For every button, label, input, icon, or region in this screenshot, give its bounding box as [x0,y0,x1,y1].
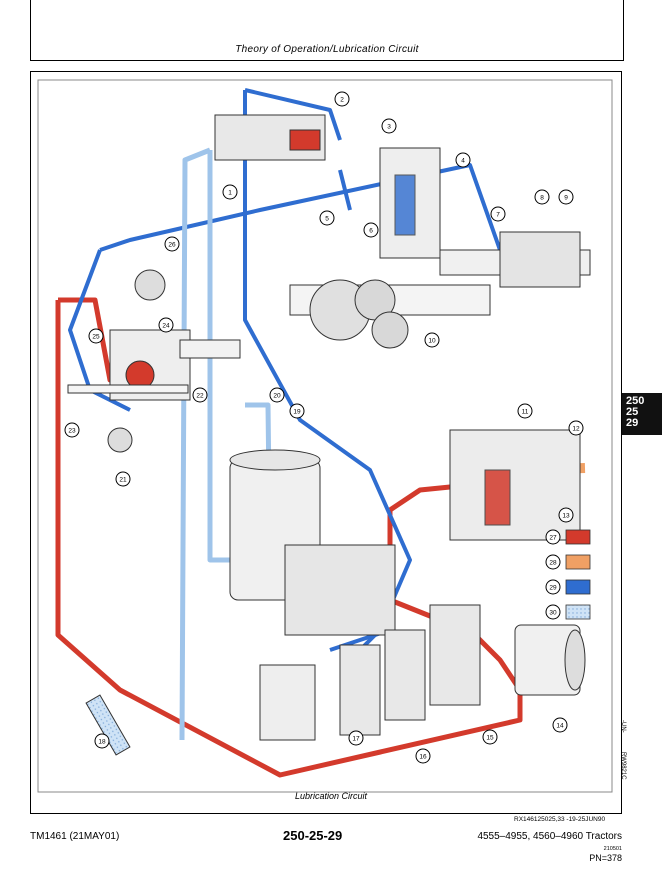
callout-10-label: 10 [428,337,436,344]
callout-14-circle [552,717,568,733]
callout-5-label: 5 [325,215,329,222]
header-frame: Theory of Operation/Lubrication Circuit [30,0,624,61]
callout-22-label: 22 [196,392,204,399]
callout-5-circle [319,210,335,226]
page-title: Theory of Operation/Lubrication Circuit [235,44,419,55]
callout-17-circle [348,730,364,746]
callout-26-label: 26 [168,241,176,248]
side-code-un: -UN- [620,720,626,733]
callout-6-label: 6 [369,227,373,234]
legend [565,529,591,620]
callout-2-label: 2 [340,96,344,103]
legend-callout-27-circle [545,529,561,545]
callout-20-label: 20 [273,392,281,399]
callout-16-circle [415,748,431,764]
legend-swatch-29 [565,579,591,595]
legend-swatch-27 [565,529,591,545]
section-tab: 250 25 29 [622,393,662,435]
callout-6-circle [363,222,379,238]
legend-callout-30-circle [545,604,561,620]
diagram-caption: Lubrication Circuit [294,791,368,801]
callout-3-label: 3 [387,123,391,130]
callout-7-label: 7 [496,211,500,218]
figure-frame [30,71,622,814]
callout-10-circle [424,332,440,348]
callout-23-circle [64,422,80,438]
legend-callout-28-label: 28 [549,559,557,566]
callout-19-circle [289,403,305,419]
footer-page-number: 250-25-29 [283,828,343,843]
callout-15-circle [482,729,498,745]
callout-18-label: 18 [98,738,106,745]
return-oil-lines [179,147,273,741]
callout-13-circle [558,507,574,523]
legend-swatch-28 [565,554,591,570]
callout-24-circle [158,317,174,333]
callout-14-label: 14 [556,722,564,729]
callout-4-label: 4 [461,157,465,164]
footer-pn: PN=378 [589,853,622,863]
callout-15-label: 15 [486,734,494,741]
callout-25-circle [88,328,104,344]
legend-callout-30-label: 30 [549,609,557,616]
callout-4-circle [455,152,471,168]
callout-17-label: 17 [352,735,360,742]
callout-7-circle [490,206,506,222]
reference-code: RX146125025,33 -19-25JUN90 [514,816,606,823]
callout-8-circle [534,189,550,205]
callout-24-label: 24 [162,322,170,329]
callout-16-label: 16 [419,753,427,760]
callout-25-label: 25 [92,333,100,340]
legend-callout-28-circle [545,554,561,570]
callout-1-label: 1 [228,189,232,196]
callout-23-label: 23 [68,427,76,434]
callout-22-circle [192,387,208,403]
tab-line-2: 25 [626,406,639,418]
tab-line-3: 29 [626,417,639,429]
callout-20-circle [269,387,285,403]
pressure-oil-lines [55,297,545,778]
legend-swatch-30 [565,604,591,620]
footer-date: 210501 [603,846,622,852]
legend-callout-27-label: 27 [549,534,557,541]
callout-21-label: 21 [119,476,127,483]
callout-3-circle [381,118,397,134]
side-code-figure: RW9821C [620,752,626,780]
footer-models: 4555–4955, 4560–4960 Tractors [477,831,622,842]
callout-18-circle [94,733,110,749]
callout-19-label: 19 [293,408,301,415]
legend-callout-29-circle [545,579,561,595]
callout-9-label: 9 [564,194,568,201]
footer-manual: TM1461 (21MAY01) [30,831,120,842]
callout-21-circle [115,471,131,487]
callout-12-circle [568,420,584,436]
callout-9-circle [558,189,574,205]
callout-12-label: 12 [572,425,580,432]
callout-11-label: 11 [522,408,529,415]
callout-26-circle [164,236,180,252]
callout-13-label: 13 [562,512,570,519]
inner-frame [37,79,613,793]
callout-11-circle [517,403,533,419]
callout-1-circle [222,184,238,200]
legend-callout-29-label: 29 [549,584,557,591]
tab-line-1: 250 [626,395,645,407]
components [67,114,591,756]
callout-2-circle [334,91,350,107]
callout-8-label: 8 [540,194,544,201]
